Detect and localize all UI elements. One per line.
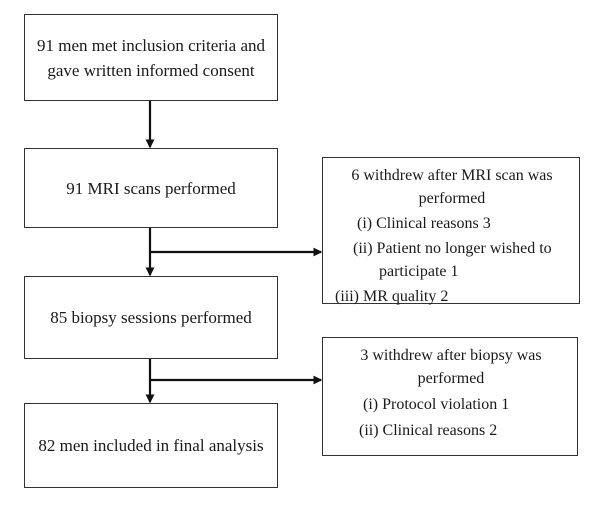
- withdrawal-mri-item-1-num: (i): [357, 215, 373, 232]
- withdrawal-mri-item-2-text: Patient no longer wished to: [376, 240, 552, 257]
- withdrawal-biopsy-item-2: (ii) Clinical reasons 2: [359, 419, 569, 442]
- withdrawal-mri-item-2: (ii) Patient no longer wished to: [353, 237, 571, 260]
- step-box-consent: 91 men met inclusion criteria and gave w…: [24, 14, 278, 101]
- withdrawal-biopsy-heading-line-1: 3 withdrew after biopsy was: [360, 347, 542, 364]
- step-label-mri: 91 MRI scans performed: [66, 178, 236, 198]
- step-box-biopsy: 85 biopsy sessions performed: [24, 276, 278, 359]
- withdrawal-biopsy-heading-line-2: performed: [417, 370, 485, 387]
- withdrawal-biopsy-item-2-num: (ii): [359, 422, 379, 439]
- withdrawal-biopsy-item-1-text: Protocol violation 1: [382, 396, 510, 413]
- withdrawal-mri-item-1: (i) Clinical reasons 3: [357, 212, 571, 235]
- withdrawal-biopsy-item-1: (i) Protocol violation 1: [363, 393, 569, 416]
- consent-line-2: gave written informed consent: [47, 60, 255, 80]
- step-label-biopsy: 85 biopsy sessions performed: [50, 308, 252, 327]
- withdrawal-mri-item-2-num: (ii): [353, 240, 373, 257]
- withdrawal-box-after-mri: 6 withdrew after MRI scan was performed …: [322, 157, 580, 305]
- step-box-mri: 91 MRI scans performed: [24, 148, 278, 228]
- withdrawal-biopsy-item-1-num: (i): [363, 396, 379, 413]
- withdrawal-mri-item-3: (iii) MR quality 2: [335, 285, 571, 308]
- withdrawal-mri-item-1-text: Clinical reasons 3: [376, 215, 491, 232]
- withdrawal-box-after-biopsy: 3 withdrew after biopsy was performed (i…: [322, 337, 578, 456]
- withdrawal-mri-heading-line-2: performed: [418, 190, 486, 207]
- withdrawal-mri-item-2-cont-text: participate 1: [379, 263, 459, 280]
- step-label-final-analysis: 82 men included in final analysis: [38, 436, 264, 455]
- withdrawal-mri-item-2-cont: participate 1: [379, 260, 571, 283]
- step-label-consent: 91 men met inclusion criteria and gave w…: [37, 33, 265, 83]
- step-box-final-analysis: 82 men included in final analysis: [24, 403, 278, 488]
- withdrawal-mri-item-3-num: (iii): [335, 288, 359, 305]
- withdrawal-biopsy-heading: 3 withdrew after biopsy was performed: [333, 344, 569, 390]
- withdrawal-biopsy-item-2-text: Clinical reasons 2: [382, 422, 498, 439]
- withdrawal-mri-item-3-text: MR quality 2: [363, 288, 449, 305]
- withdrawal-mri-heading: 6 withdrew after MRI scan was performed: [333, 164, 571, 210]
- withdrawal-mri-heading-line-1: 6 withdrew after MRI scan was: [351, 167, 553, 184]
- consent-line-1: 91 men met inclusion criteria and: [36, 35, 265, 55]
